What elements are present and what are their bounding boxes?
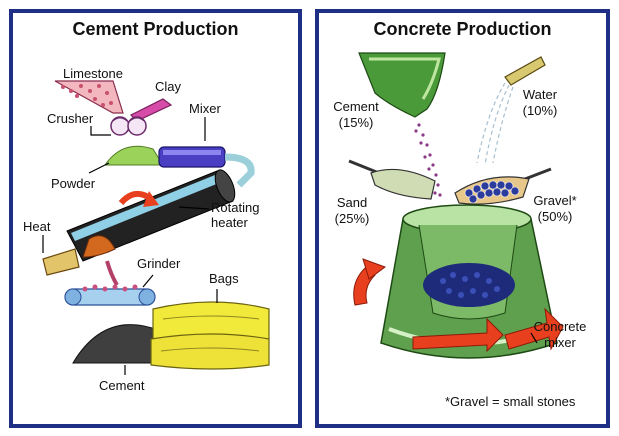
mixer-rotation-arrows xyxy=(353,258,564,353)
cement-bags xyxy=(150,301,270,370)
sand-percentage: (25%) xyxy=(334,211,370,226)
rotating-heater-label-line1: Rotating xyxy=(211,200,260,215)
grinder-conveyor xyxy=(64,284,156,306)
cement-production-illustration xyxy=(42,80,270,375)
concrete-mixer-label-line1: Concrete xyxy=(533,319,587,334)
grinder-label: Grinder xyxy=(137,256,181,271)
mixer-pointer-line xyxy=(530,332,538,344)
heat-label: Heat xyxy=(23,219,51,234)
gravel-percentage: (50%) xyxy=(537,209,573,224)
rotation-arrow-head xyxy=(143,191,159,207)
heat-burner xyxy=(42,248,80,276)
concrete-production-title: Concrete Production xyxy=(373,19,552,39)
cement-production-panel: Cement Production xyxy=(9,9,302,428)
crusher-label: Crusher xyxy=(47,111,94,126)
mixer-tube xyxy=(158,146,255,188)
sand-label: Sand xyxy=(336,195,368,210)
gravel-label: Gravel* xyxy=(533,193,577,208)
limestone-label: Limestone xyxy=(63,66,123,81)
gravel-shovel xyxy=(454,167,552,205)
pointer-lines xyxy=(42,117,218,375)
water-label: Water xyxy=(522,87,558,102)
powder-label: Powder xyxy=(51,176,96,191)
mixer-label: Mixer xyxy=(189,101,221,116)
cement-production-title: Cement Production xyxy=(72,19,239,39)
cement-sack xyxy=(358,52,446,118)
water-pipe xyxy=(476,56,546,166)
rotating-heater-drum xyxy=(66,169,236,262)
powder-pile xyxy=(104,145,164,166)
limestone-hopper xyxy=(54,80,124,114)
bags-label: Bags xyxy=(209,271,239,286)
concrete-production-panel: Concrete Production xyxy=(315,9,610,428)
clinker-stream xyxy=(105,260,119,287)
clay-label: Clay xyxy=(155,79,182,94)
cement-ingredient-label: Cement xyxy=(333,99,379,114)
crusher-rollers xyxy=(110,116,147,136)
concrete-mixer-label-line2: mixer xyxy=(544,335,576,350)
rotating-heater-label-line2: heater xyxy=(211,215,248,230)
cement-pile xyxy=(72,324,164,364)
flame xyxy=(82,235,116,258)
cement-product-label: Cement xyxy=(99,378,145,393)
water-percentage: (10%) xyxy=(522,103,558,118)
cement-percentage: (15%) xyxy=(338,115,374,130)
gravel-footnote: *Gravel = small stones xyxy=(445,394,576,409)
sand-shovel xyxy=(348,159,436,200)
concrete-production-illustration xyxy=(348,52,564,359)
